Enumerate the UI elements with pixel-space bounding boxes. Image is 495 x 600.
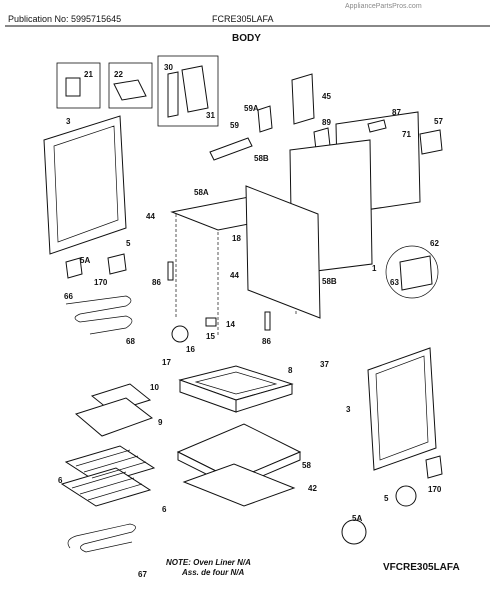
callout-170-right: 170 [428,485,442,494]
callout-10: 10 [150,383,159,392]
callout-58a: 58A [194,188,209,197]
part-5-hinge-right [395,485,417,507]
callout-17: 17 [162,358,171,367]
part-86-hinge-receiver-a [167,261,174,281]
callout-67: 67 [138,570,147,579]
callout-45: 45 [322,92,331,101]
callout-86-b: 86 [262,337,271,346]
callout-58b: 58B [322,277,337,286]
model-code: FCRE305LAFA [212,14,274,24]
callout-57: 57 [434,117,443,126]
callout-6-a: 6 [58,476,63,485]
part-5a-hinge-right [341,519,367,545]
part-22-bracket [113,79,147,101]
part-3-side-panel-left [43,115,127,255]
callout-63: 63 [390,278,399,287]
parts-box-30 [157,55,219,127]
callout-14: 14 [226,320,235,329]
callout-22: 22 [114,70,123,79]
part-45-duct [291,73,315,125]
callout-16: 16 [186,345,195,354]
callout-66: 66 [64,292,73,301]
part-67-broil-element [67,523,136,553]
callout-5-right: 5 [384,494,389,503]
callout-5a-right: 5A [352,514,362,523]
parts-box-22 [108,62,153,109]
part-57-plate [419,129,443,155]
part-59-strip [209,137,253,161]
callout-170-left: 170 [94,278,108,287]
callout-89: 89 [322,118,331,127]
parts-box-21 [56,62,101,109]
part-66-bake-element [65,295,133,335]
callout-59: 59 [230,121,239,130]
callout-58: 58 [302,461,311,470]
part-86-hinge-receiver-b [264,311,271,331]
part-170-hinge-right [425,455,443,479]
part-21-bracket [65,77,81,97]
page-title: BODY [232,33,261,44]
callout-71: 71 [402,130,411,139]
part-6-oven-rack-lower [60,467,152,507]
callout-30: 30 [164,63,173,72]
callout-42: 42 [308,484,317,493]
part-5a-hinge-left [65,257,83,279]
part-170-hinge-left [107,253,127,275]
callout-3-right: 3 [346,405,351,414]
part-14-lamp-socket [205,317,217,327]
callout-1: 1 [372,264,377,273]
publication-number: Publication No: 5995715645 [8,14,122,24]
callout-37: 37 [320,360,329,369]
callout-3-left: 3 [66,117,71,126]
callout-68: 68 [126,337,135,346]
callout-44-a: 44 [146,212,155,221]
callout-15: 15 [206,332,215,341]
callout-5a-left: 5A [80,256,90,265]
callout-44-b: 44 [230,271,239,280]
part-87-clip [367,119,387,133]
callout-5: 5 [126,239,131,248]
callout-58b-top: 58B [254,154,269,163]
callout-59a: 59A [244,104,259,113]
part-62-terminal-ring [385,245,439,299]
callout-8: 8 [288,366,293,375]
callout-62: 62 [430,239,439,248]
callout-18: 18 [232,234,241,243]
part-31-bracket [181,65,209,113]
callout-9: 9 [158,418,163,427]
callout-31: 31 [206,111,215,120]
note-line-2: Ass. de four N/A [182,568,245,577]
part-30-bracket [167,71,179,118]
part-9-broil-pan [74,397,154,437]
part-59a-bracket [257,105,273,133]
part-42-bottom-panel [182,463,296,507]
part-16-lamp-cover [171,325,189,343]
callout-6-b: 6 [162,505,167,514]
callout-86-a: 86 [152,278,161,287]
watermark: AppliancePartsPros.com [345,3,422,10]
part-58b-side-frame [245,185,321,319]
model-footer: VFCRE305LAFA [383,562,460,573]
part-62-terminal-block [399,255,433,291]
part-3-side-panel-right [367,347,437,471]
callout-87: 87 [392,108,401,117]
note-line-1: NOTE: Oven Liner N/A [166,558,251,567]
callout-21: 21 [84,70,93,79]
